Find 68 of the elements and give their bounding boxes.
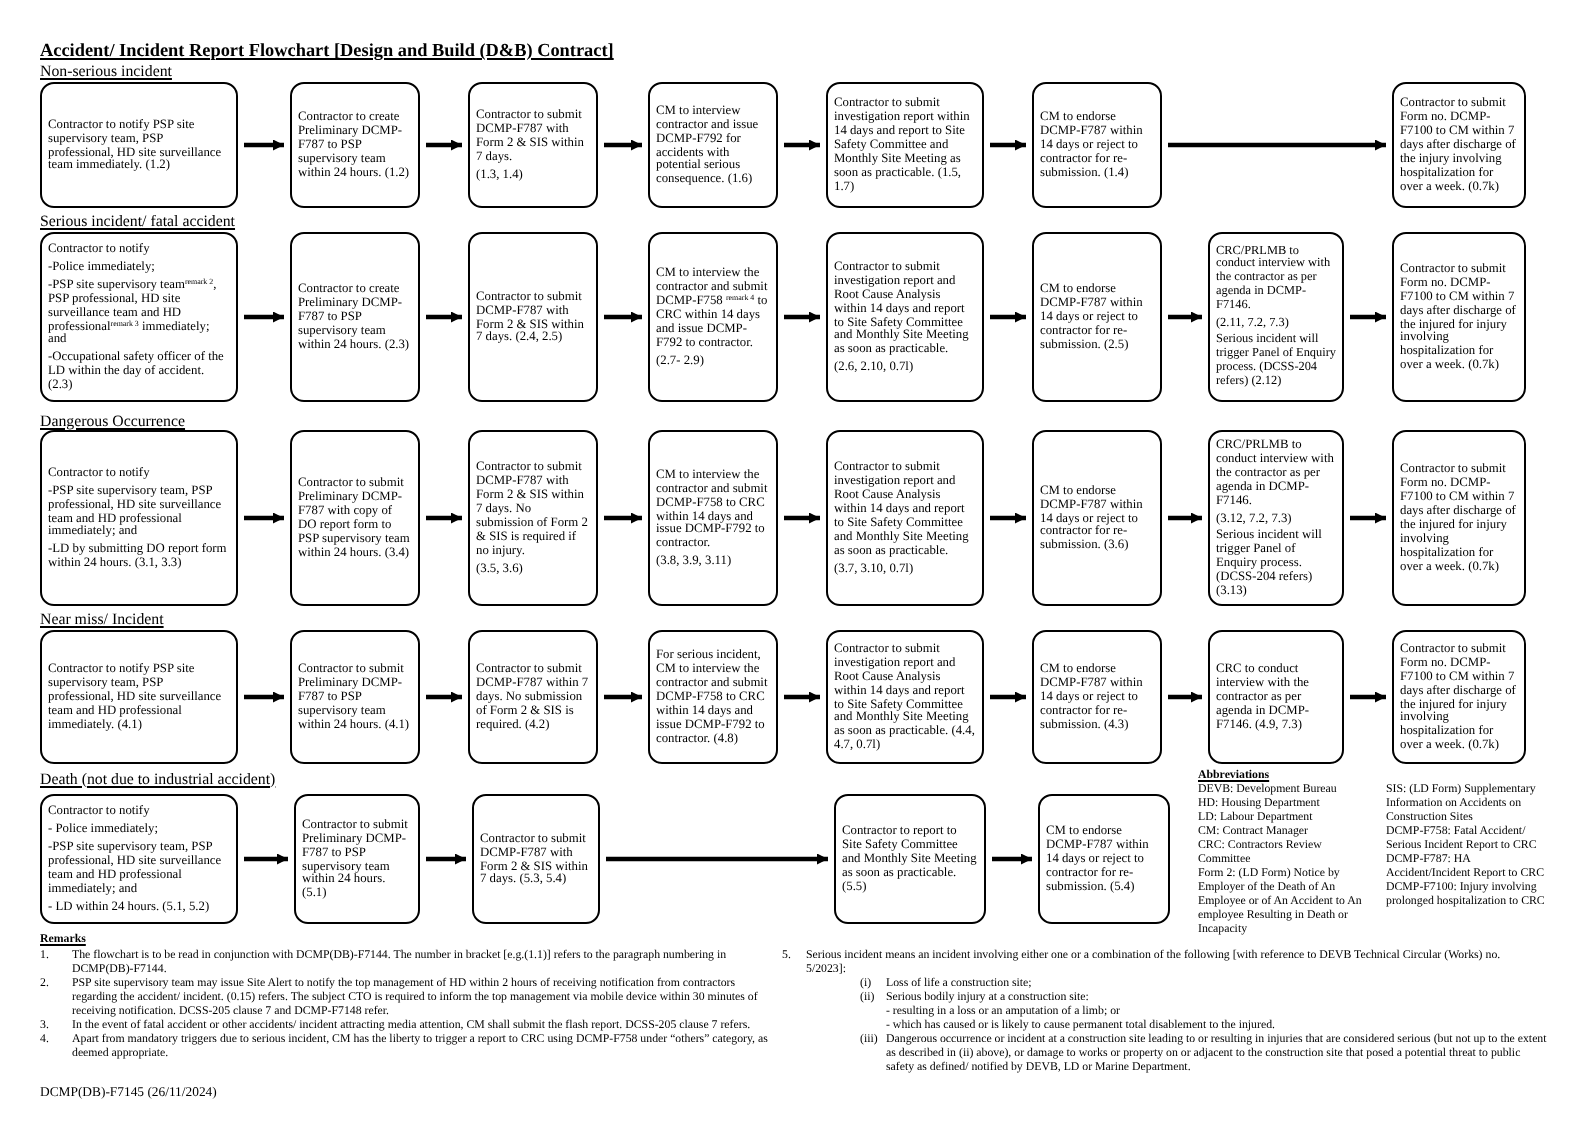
process-box	[290, 630, 420, 764]
process-box	[468, 82, 598, 208]
arrow	[426, 512, 462, 524]
process-box	[826, 630, 984, 764]
process-box	[290, 82, 420, 208]
process-box	[468, 232, 598, 402]
process-box	[1392, 630, 1526, 764]
process-box	[1208, 630, 1344, 764]
process-box	[826, 82, 984, 208]
process-box	[290, 232, 420, 402]
arrow	[244, 139, 284, 151]
process-box	[40, 794, 238, 924]
arrow	[426, 139, 462, 151]
arrow	[604, 311, 642, 323]
chart-title: Accident/ Incident Report Flowchart [Design and Build (D&B) Contract]	[40, 40, 614, 60]
arrow	[990, 512, 1026, 524]
process-box	[1032, 430, 1162, 606]
arrow	[604, 691, 642, 703]
arrow	[604, 512, 642, 524]
arrow	[244, 691, 284, 703]
arrow	[1168, 311, 1202, 323]
process-box	[648, 82, 778, 208]
arrow	[784, 512, 820, 524]
arrow	[1168, 691, 1202, 703]
arrow	[1350, 512, 1386, 524]
process-box	[1208, 232, 1344, 402]
process-box	[468, 430, 598, 606]
arrow	[244, 853, 288, 865]
arrow	[784, 311, 820, 323]
process-box	[826, 430, 984, 606]
process-box	[40, 232, 238, 402]
process-box	[648, 232, 778, 402]
process-box	[834, 794, 986, 924]
arrow	[1350, 311, 1386, 323]
process-box	[472, 794, 600, 924]
process-box	[40, 82, 238, 208]
process-box	[294, 794, 420, 924]
arrow	[992, 853, 1032, 865]
arrow	[1168, 512, 1202, 524]
process-box	[1032, 232, 1162, 402]
process-box	[1392, 430, 1526, 606]
process-box	[40, 630, 238, 764]
arrow	[244, 512, 284, 524]
process-box	[1038, 794, 1170, 924]
arrow	[606, 853, 828, 865]
arrow	[426, 311, 462, 323]
process-box	[648, 630, 778, 764]
arrow	[1168, 139, 1386, 151]
arrow	[604, 139, 642, 151]
process-box	[1208, 430, 1344, 606]
arrow	[784, 691, 820, 703]
process-box	[468, 630, 598, 764]
arrow	[784, 139, 820, 151]
arrow	[990, 139, 1026, 151]
arrow	[426, 853, 466, 865]
process-box	[826, 232, 984, 402]
process-box	[40, 430, 238, 606]
process-box	[1392, 82, 1526, 208]
arrow	[244, 311, 284, 323]
arrow	[990, 691, 1026, 703]
process-box	[648, 430, 778, 606]
process-box	[1392, 232, 1526, 402]
arrow	[990, 311, 1026, 323]
process-box	[290, 430, 420, 606]
process-box	[1032, 82, 1162, 208]
process-box	[1032, 630, 1162, 764]
arrow	[1350, 691, 1386, 703]
arrow	[426, 691, 462, 703]
